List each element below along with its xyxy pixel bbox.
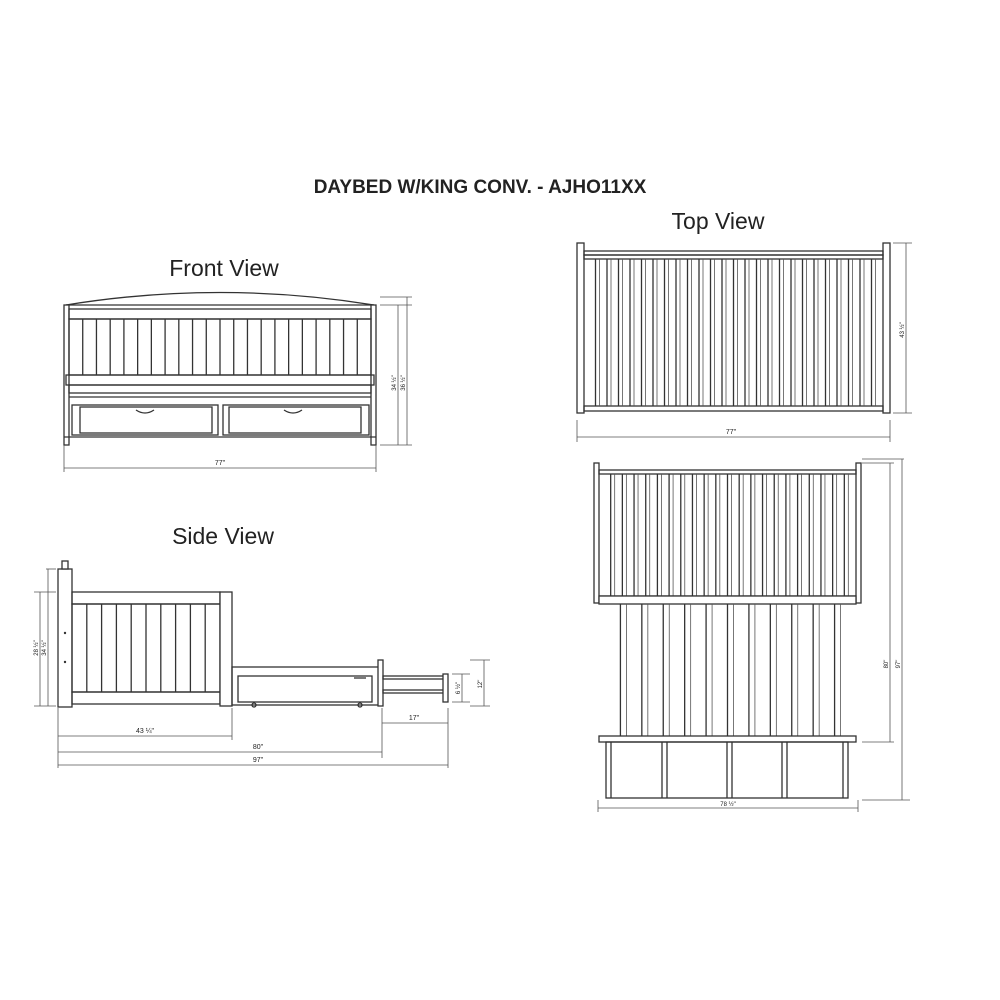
front-view: Front View 77" 34 ½": [63, 255, 412, 472]
top-view-label: Top View: [672, 208, 765, 234]
side-dim-17: 17": [409, 715, 420, 722]
top-slats: [594, 259, 876, 406]
side-slats: [86, 604, 206, 692]
top-width-dim: 77": [726, 429, 737, 436]
front-slats: [82, 319, 358, 375]
front-height-dim-b: 36 ½": [400, 375, 407, 390]
drawing-title: DAYBED W/KING CONV. - AJHO11XX: [314, 177, 647, 198]
side-dim-12: 12": [478, 680, 484, 689]
top-view: Top View 77" 43 ½": [576, 208, 912, 442]
side-dim-80: 80": [253, 744, 264, 751]
side-dim-small-b: 34 ½": [41, 640, 48, 655]
king-width-dim: 78 ½": [720, 801, 735, 808]
side-view: Side View 28 ½" 34 ½" 6: [33, 523, 490, 768]
front-height-dim-a: 34 ½": [391, 375, 398, 390]
king-conversion-view: 78 ½" 80" 97": [593, 458, 910, 812]
king-upper-slats: [610, 474, 849, 596]
king-dim-97: 97": [896, 660, 902, 669]
side-dim-small-c: 6 ½": [455, 682, 462, 694]
king-dim-80: 80": [884, 660, 890, 669]
king-lower-slats: [619, 604, 841, 736]
front-width-dim: 77": [215, 460, 226, 467]
side-view-label: Side View: [172, 523, 274, 549]
side-dim-97: 97": [253, 757, 264, 764]
top-depth-dim: 43 ½": [899, 322, 906, 337]
side-dim-43: 43 ¼": [136, 728, 155, 735]
side-dim-small-a: 28 ½": [33, 640, 40, 655]
front-view-label: Front View: [169, 255, 279, 281]
